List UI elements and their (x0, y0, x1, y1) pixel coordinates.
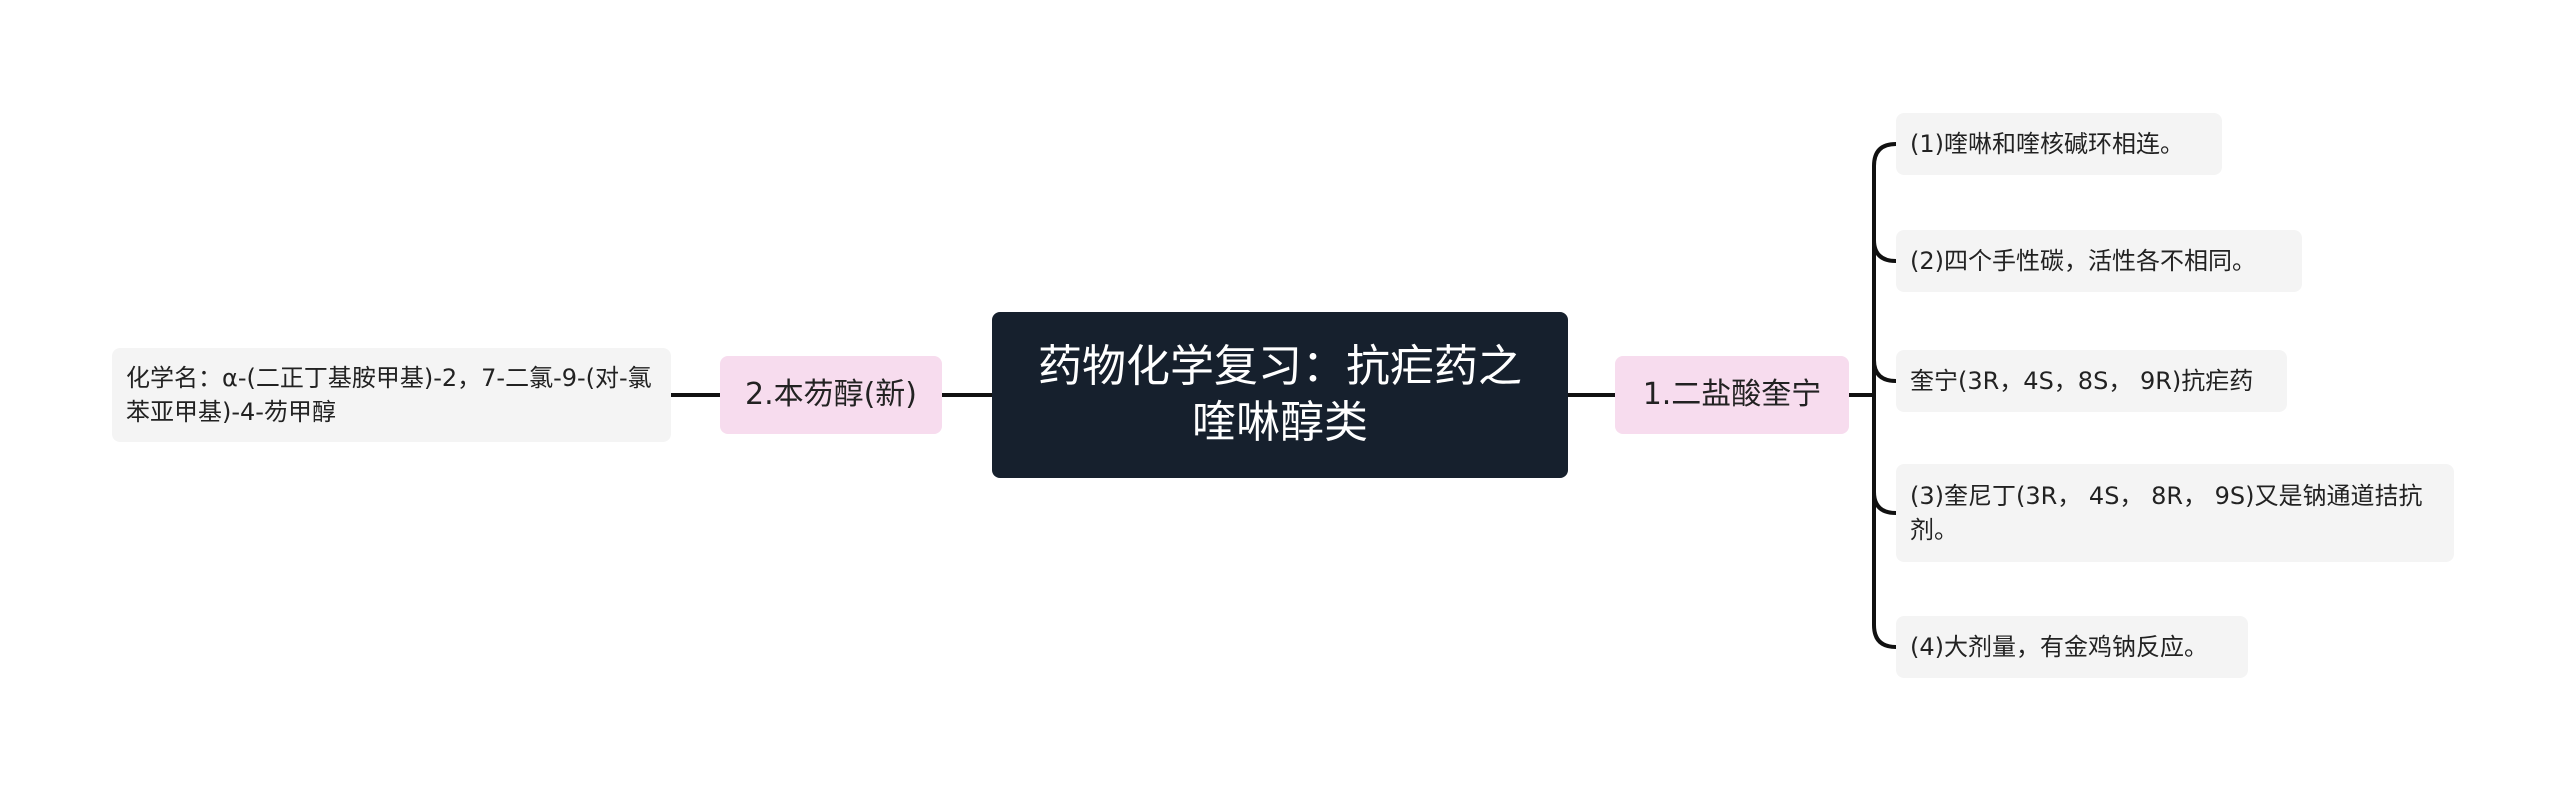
leaf-chemical-name[interactable]: 化学名：α-(二正丁基胺甲基)-2，7-二氯-9-(对-氯苯亚甲基)-4-芴甲醇 (112, 348, 671, 442)
leaf-right-5-text: (4)大剂量，有金鸡钠反应。 (1910, 633, 2208, 661)
branch-benfumol[interactable]: 2.本芴醇(新) (720, 356, 942, 434)
connector-right-leaf-4 (1872, 491, 1897, 515)
branch-quinine-label: 1.二盐酸奎宁 (1642, 377, 1822, 412)
leaf-right-4[interactable]: (3)奎尼丁(3R， 4S， 8R， 9S)又是钠通道拮抗剂。 (1896, 464, 2454, 562)
leaf-right-2[interactable]: (2)四个手性碳，活性各不相同。 (1896, 230, 2302, 292)
leaf-right-3-text: 奎宁(3R，4S，8S， 9R)抗疟药 (1910, 367, 2254, 395)
connector-right-bracket (1872, 142, 1897, 649)
leaf-right-3[interactable]: 奎宁(3R，4S，8S， 9R)抗疟药 (1896, 350, 2287, 412)
branch-benfumol-label: 2.本芴醇(新) (744, 377, 918, 412)
leaf-right-5[interactable]: (4)大剂量，有金鸡钠反应。 (1896, 616, 2248, 678)
connector-right-leaf-3 (1872, 359, 1897, 383)
leaf-chemical-name-text: 化学名：α-(二正丁基胺甲基)-2，7-二氯-9-(对-氯苯亚甲基)-4-芴甲醇 (126, 364, 652, 426)
leaf-right-1[interactable]: (1)喹啉和喹核碱环相连。 (1896, 113, 2222, 175)
leaf-right-4-text: (3)奎尼丁(3R， 4S， 8R， 9S)又是钠通道拮抗剂。 (1910, 482, 2423, 544)
connector-right-leaf-2 (1872, 239, 1897, 263)
root-topic-title: 药物化学复习：抗疟药之喹啉醇类 (1038, 341, 1522, 448)
leaf-right-1-text: (1)喹啉和喹核碱环相连。 (1910, 130, 2184, 158)
root-topic[interactable]: 药物化学复习：抗疟药之喹啉醇类 (992, 312, 1568, 478)
leaf-right-2-text: (2)四个手性碳，活性各不相同。 (1910, 247, 2256, 275)
branch-quinine-dihydrochloride[interactable]: 1.二盐酸奎宁 (1615, 356, 1849, 434)
